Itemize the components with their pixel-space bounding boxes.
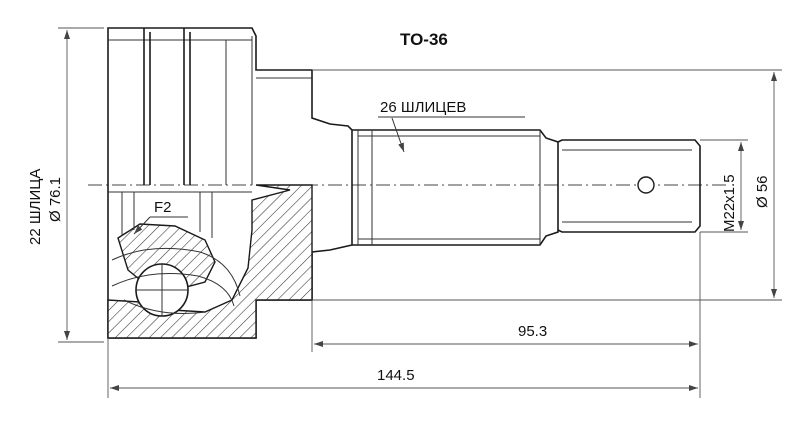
dimension-thread <box>700 139 748 233</box>
outer-diameter-label: Ø 76.1 <box>47 177 64 222</box>
dimension-shaft-length <box>311 232 701 352</box>
threaded-stub <box>557 139 701 233</box>
inner-splines-label: 22 ШЛИЦА <box>27 169 44 245</box>
section-view <box>107 184 313 339</box>
outer-splines-label: 26 ШЛИЦЕВ <box>380 99 466 116</box>
dimension-total-length <box>107 338 701 398</box>
f2-label: F2 <box>154 199 172 216</box>
shaft-diameter-label: Ø 56 <box>754 175 771 208</box>
shaft-length-label: 95.3 <box>518 323 547 340</box>
splined-shaft <box>352 129 559 246</box>
dimension-outer-diameter <box>58 27 104 343</box>
part-number-title: TO-36 <box>400 30 448 49</box>
total-length-label: 144.5 <box>377 367 415 384</box>
thread-label: M22x1.5 <box>721 174 738 232</box>
cotter-pin-hole <box>637 176 655 194</box>
dimension-shaft-diameter <box>312 69 782 301</box>
